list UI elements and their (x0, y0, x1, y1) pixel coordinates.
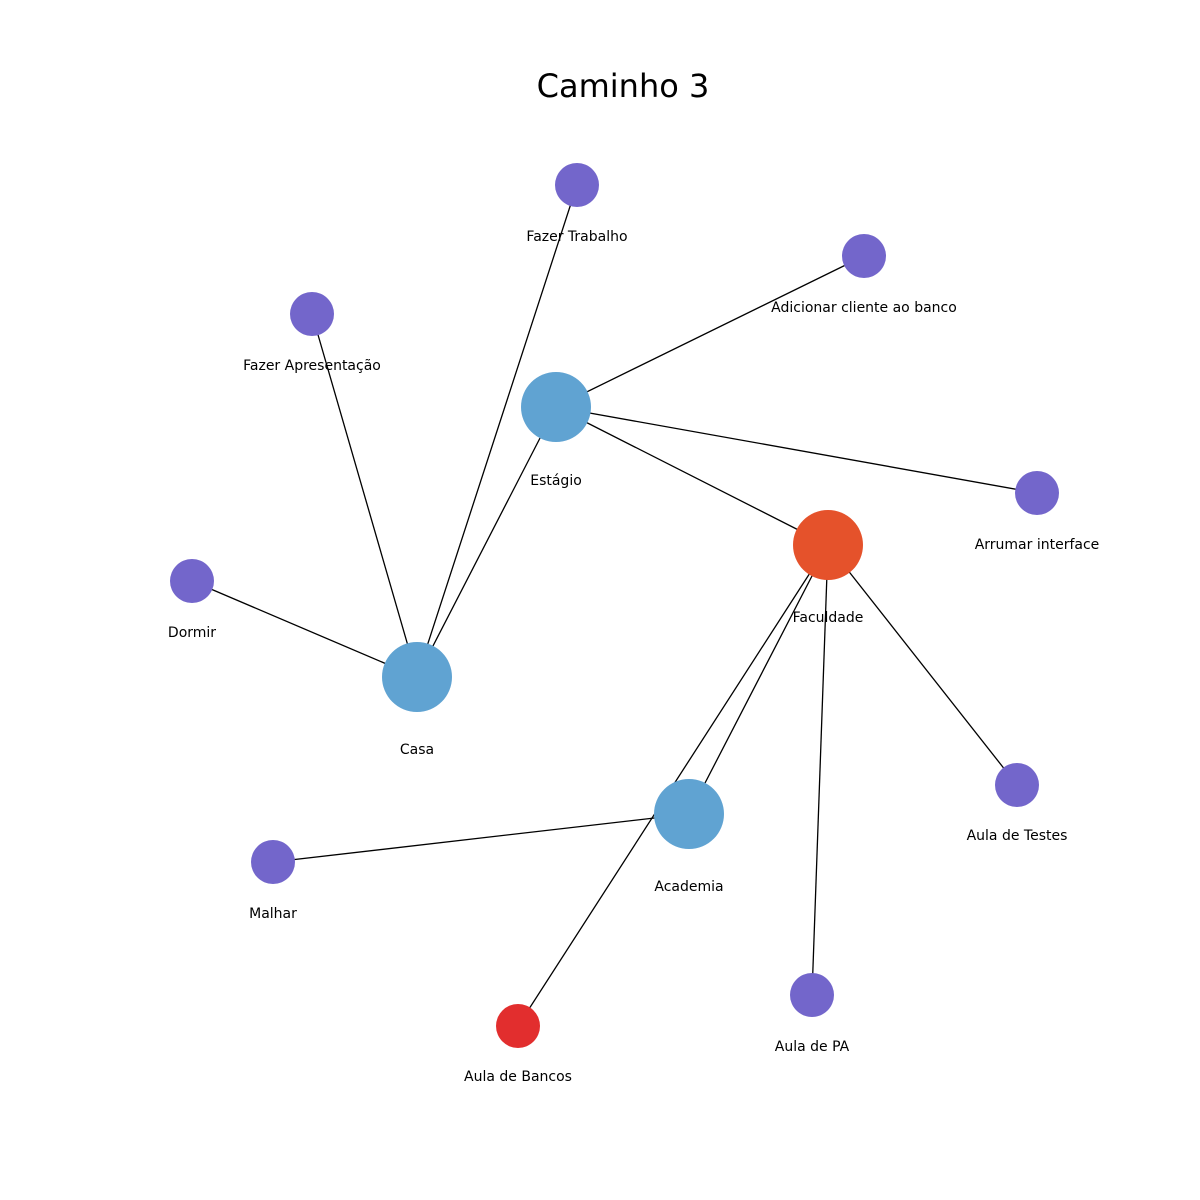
node-label-academia: Academia (654, 879, 723, 895)
edge-casa-estagio (416, 406, 557, 678)
node-label-casa: Casa (400, 742, 434, 758)
nodes-layer (170, 163, 1059, 1048)
node-label-aula-pa: Aula de PA (775, 1039, 850, 1055)
node-label-aula-testes: Aula de Testes (967, 828, 1068, 844)
node-label-dormir: Dormir (168, 625, 216, 641)
node-label-fazer-trabalho: Fazer Trabalho (526, 229, 627, 245)
node-label-malhar: Malhar (249, 906, 297, 922)
node-arrumar-interface[interactable] (1015, 471, 1059, 515)
node-dormir[interactable] (170, 559, 214, 603)
node-label-fazer-apresentacao: Fazer Apresentação (243, 358, 381, 374)
edge-faculdade-aula-testes (827, 544, 1018, 786)
graph-title: Caminho 3 (537, 67, 710, 105)
edge-faculdade-academia (688, 544, 829, 815)
node-aula-testes[interactable] (995, 763, 1039, 807)
edge-estagio-arrumar-interface (555, 406, 1038, 494)
node-aula-pa[interactable] (790, 973, 834, 1017)
node-fazer-trabalho[interactable] (555, 163, 599, 207)
edge-casa-dormir (191, 580, 418, 678)
node-label-faculdade: Faculdade (793, 610, 864, 626)
node-fazer-apresentacao[interactable] (290, 292, 334, 336)
node-estagio[interactable] (521, 372, 591, 442)
node-casa[interactable] (382, 642, 452, 712)
node-malhar[interactable] (251, 840, 295, 884)
node-academia[interactable] (654, 779, 724, 849)
edge-estagio-adicionar-cliente (555, 255, 865, 408)
edge-academia-malhar (272, 813, 690, 863)
node-label-aula-bancos: Aula de Bancos (464, 1069, 572, 1085)
edges-layer (191, 184, 1038, 1027)
edge-faculdade-aula-pa (811, 544, 829, 996)
node-faculdade[interactable] (793, 510, 863, 580)
node-label-adicionar-cliente: Adicionar cliente ao banco (771, 300, 957, 316)
node-adicionar-cliente[interactable] (842, 234, 886, 278)
edge-casa-fazer-trabalho (416, 184, 578, 678)
node-label-arrumar-interface: Arrumar interface (975, 537, 1100, 553)
edge-casa-fazer-apresentacao (311, 313, 418, 678)
node-aula-bancos[interactable] (496, 1004, 540, 1048)
edge-estagio-faculdade (555, 406, 829, 546)
node-label-estagio: Estágio (530, 473, 582, 489)
